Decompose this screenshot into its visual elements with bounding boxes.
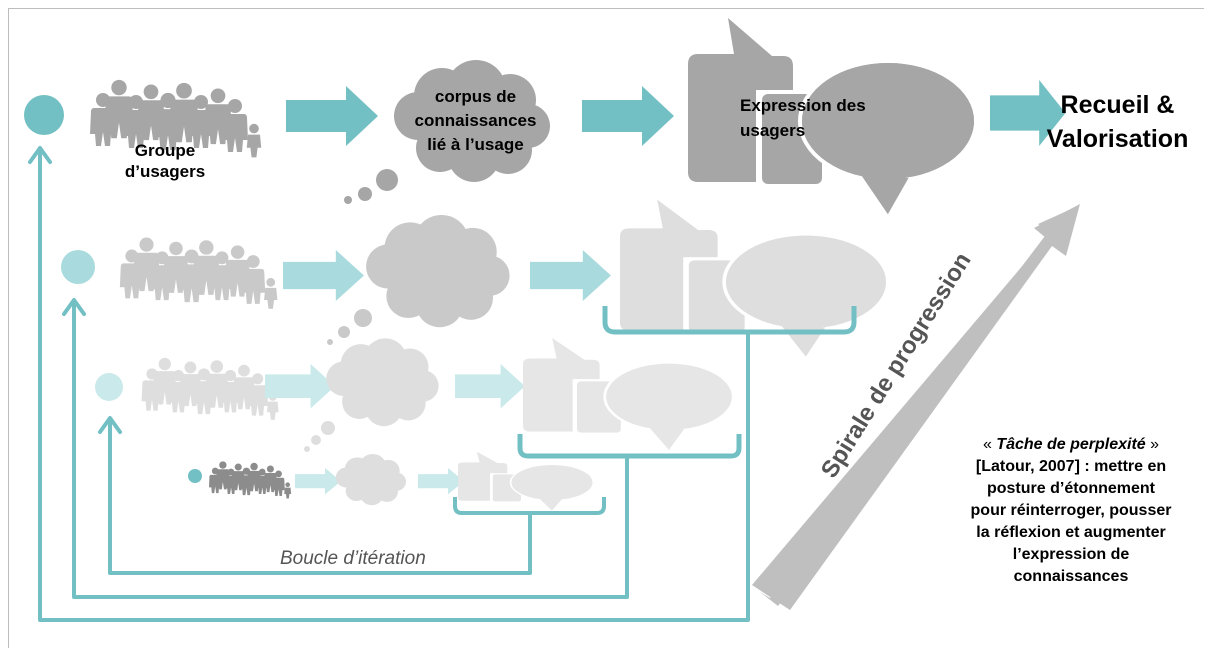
- loop-row-3: [72, 300, 629, 599]
- label-line: connaissances: [414, 111, 537, 130]
- iteration-dot-3: [95, 373, 123, 401]
- knowledge-cloud-icon: [366, 214, 510, 328]
- note-title: Tâche de perplexité: [996, 436, 1146, 453]
- user-group-icon: [142, 358, 279, 420]
- label-line: Expression des: [740, 96, 866, 115]
- thought-dot: [358, 187, 372, 201]
- user-group-icon: [209, 461, 291, 498]
- arrow-3b: [455, 364, 525, 409]
- bracket-row-2: [602, 306, 857, 335]
- label-knowledge-corpus: corpus de connaissances lié à l’usage: [383, 85, 568, 157]
- loop-row-4: [108, 418, 532, 575]
- label-user-expression: Expression des usagers: [740, 93, 910, 143]
- iteration-dot-1: [24, 95, 64, 135]
- bracket-row-3: [517, 434, 742, 459]
- label-user-group: Groupe d’usagers: [100, 140, 230, 182]
- arrow-2b: [530, 250, 611, 301]
- thought-dot: [376, 169, 398, 191]
- note-line: la réflexion et augmenter: [976, 524, 1166, 541]
- label-iteration-loop: Boucle d’itération: [280, 548, 426, 569]
- row-4: [188, 450, 595, 513]
- progression-arrow: [752, 204, 1080, 610]
- speech-bubbles-icon: [618, 197, 890, 362]
- note-line: posture d’étonnement: [986, 480, 1155, 497]
- loop-row-2: [38, 148, 750, 622]
- label-line: Recueil &: [1060, 91, 1175, 119]
- note-line: connaissances: [1013, 568, 1129, 585]
- perplexity-note: « Tâche de perplexité » [Latour, 2007] :…: [936, 434, 1206, 588]
- thought-dot: [327, 339, 333, 345]
- arrow-1a: [286, 86, 378, 146]
- thought-dot: [311, 435, 321, 445]
- thought-dot: [321, 421, 335, 435]
- label-line: Valorisation: [1046, 125, 1189, 153]
- speech-bubbles-icon: [521, 336, 735, 454]
- arrow-4a: [295, 468, 341, 495]
- note-line: pour réinterroger, pousser: [970, 502, 1172, 519]
- thought-dot: [304, 446, 310, 452]
- thought-dot: [354, 309, 372, 327]
- frame-border: [8, 8, 1204, 648]
- label-line: usagers: [740, 121, 806, 140]
- iteration-dot-4: [188, 469, 202, 483]
- knowledge-cloud-icon: [335, 453, 406, 506]
- iteration-loops: [38, 148, 750, 622]
- thought-dot: [338, 326, 350, 338]
- label-line: corpus de: [434, 87, 517, 106]
- iteration-dot-2: [61, 250, 95, 284]
- label-collection-valorisation: Recueil & Valorisation: [1030, 88, 1205, 156]
- label-line: d’usagers: [124, 162, 206, 181]
- knowledge-cloud-icon: [326, 338, 439, 427]
- label-line: Groupe: [134, 141, 196, 160]
- label-line: lié à l’usage: [427, 135, 524, 154]
- row-1: [24, 16, 1066, 220]
- note-close-quote: »: [1145, 436, 1160, 453]
- arrow-2a: [283, 250, 364, 301]
- thought-dot: [344, 196, 352, 204]
- arrow-1b: [582, 86, 674, 146]
- note-line: [Latour, 2007] : mettre en: [975, 458, 1167, 475]
- user-group-icon: [120, 238, 278, 309]
- speech-bubbles-icon: [457, 450, 595, 513]
- note-open-quote: «: [982, 436, 997, 453]
- arrow-4b: [418, 468, 464, 495]
- row-3: [95, 336, 735, 454]
- loop-arrowheads: [28, 146, 122, 434]
- note-line: l’expression de: [1012, 546, 1130, 563]
- row-2: [61, 197, 890, 362]
